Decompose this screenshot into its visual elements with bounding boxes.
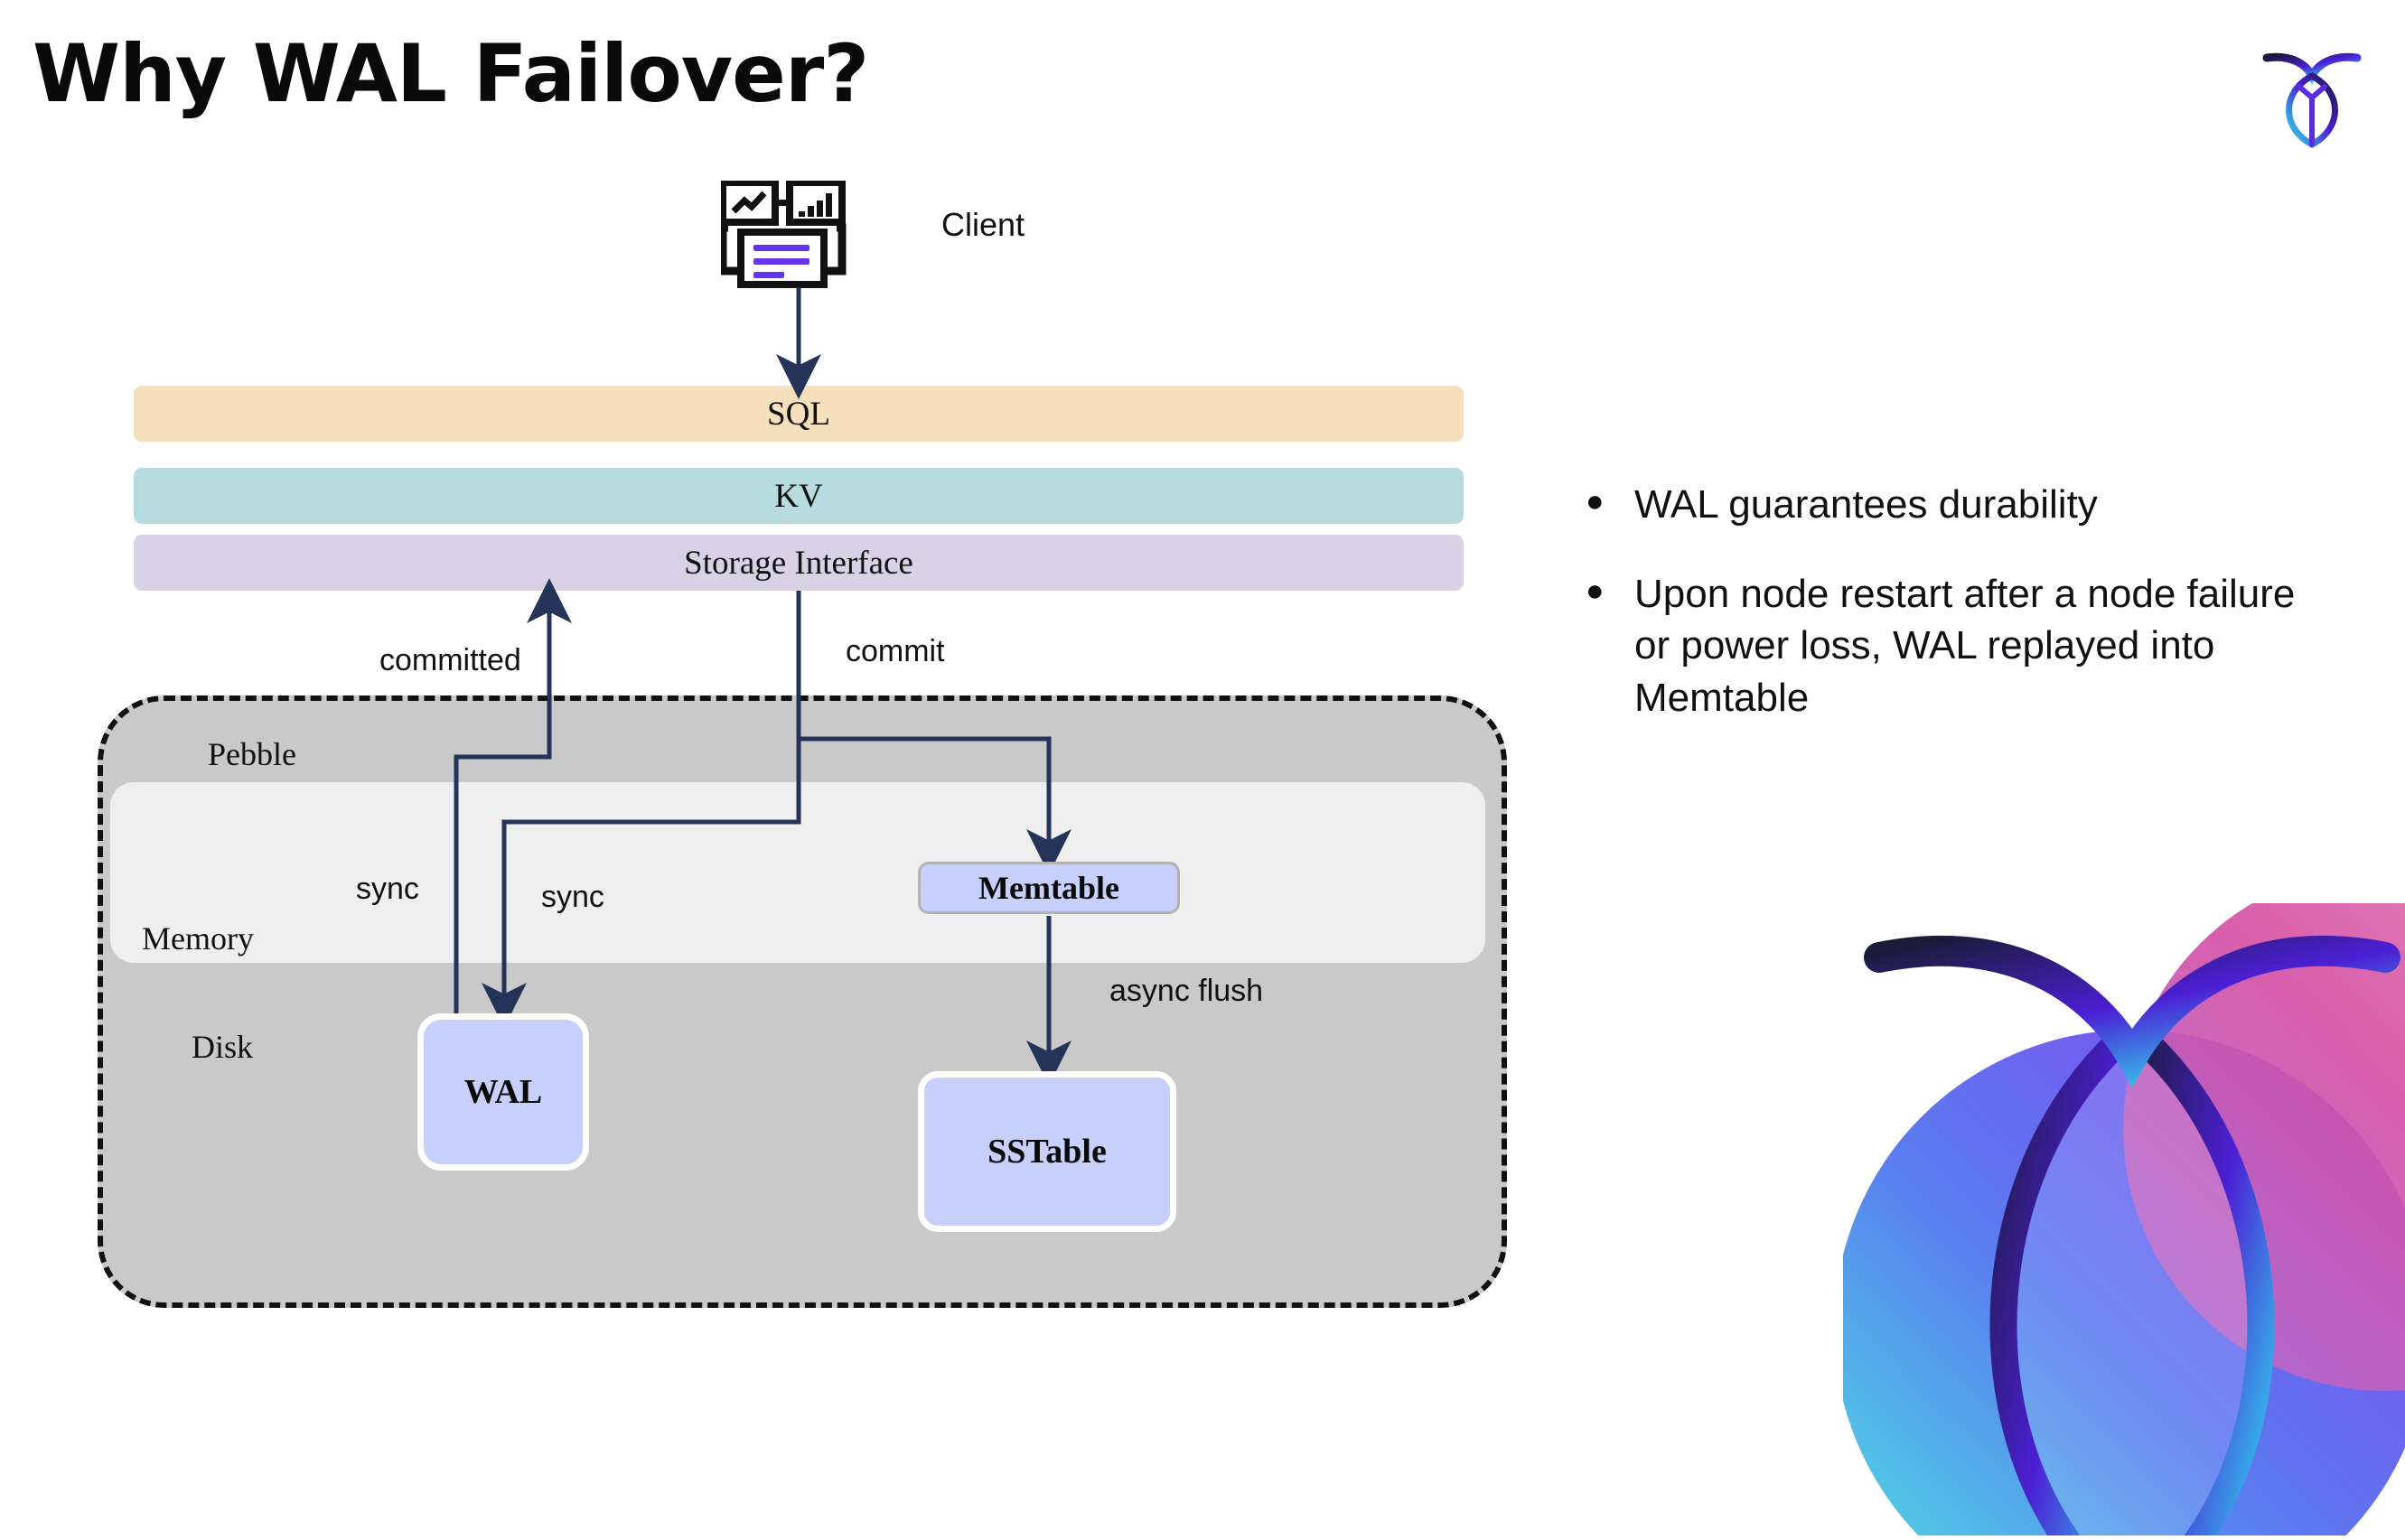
bullet-list: ● WAL guarantees durability ● Upon node … — [1586, 479, 2335, 761]
bullet-text: Upon node restart after a node failure o… — [1634, 572, 2296, 720]
layer-label-sql: SQL — [767, 395, 830, 433]
layer-bar-kv: KV — [134, 468, 1464, 524]
node-sstable: SSTable — [918, 1071, 1176, 1232]
node-sstable-label: SSTable — [987, 1133, 1107, 1171]
edge-label-sync-1: sync — [356, 872, 419, 906]
page-title: Why WAL Failover? — [33, 27, 869, 120]
list-item: ● WAL guarantees durability — [1586, 479, 2335, 530]
cockroachdb-logo-icon — [2254, 34, 2370, 150]
pebble-label: Pebble — [208, 736, 296, 772]
edge-label-committed: committed — [379, 643, 521, 677]
node-wal-label: WAL — [463, 1073, 543, 1111]
memory-region — [110, 782, 1485, 963]
node-memtable: Memtable — [918, 862, 1180, 914]
node-wal: WAL — [417, 1013, 589, 1171]
layer-bar-storage: Storage Interface — [134, 535, 1464, 591]
layer-bar-sql: SQL — [134, 386, 1464, 442]
memory-label: Memory — [142, 920, 254, 957]
cockroachdb-watermark-icon — [1834, 867, 2405, 1540]
client-monitor-icon — [718, 179, 866, 289]
bullet-marker-icon: ● — [1586, 574, 1605, 609]
edge-label-async-flush: async flush — [1109, 974, 1264, 1008]
disk-label: Disk — [192, 1029, 254, 1065]
slide-canvas: Why WAL Failover? — [33, 27, 2405, 1540]
node-memtable-label: Memtable — [978, 870, 1119, 906]
edge-label-commit: commit — [846, 634, 945, 668]
bullet-marker-icon: ● — [1586, 484, 1605, 518]
edge-label-sync-2: sync — [541, 880, 604, 914]
bullet-text: WAL guarantees durability — [1634, 482, 2098, 527]
client-label: Client — [941, 206, 1025, 243]
list-item: ● Upon node restart after a node failure… — [1586, 568, 2335, 723]
layer-label-kv: KV — [774, 477, 823, 515]
layer-label-storage: Storage Interface — [684, 544, 913, 582]
